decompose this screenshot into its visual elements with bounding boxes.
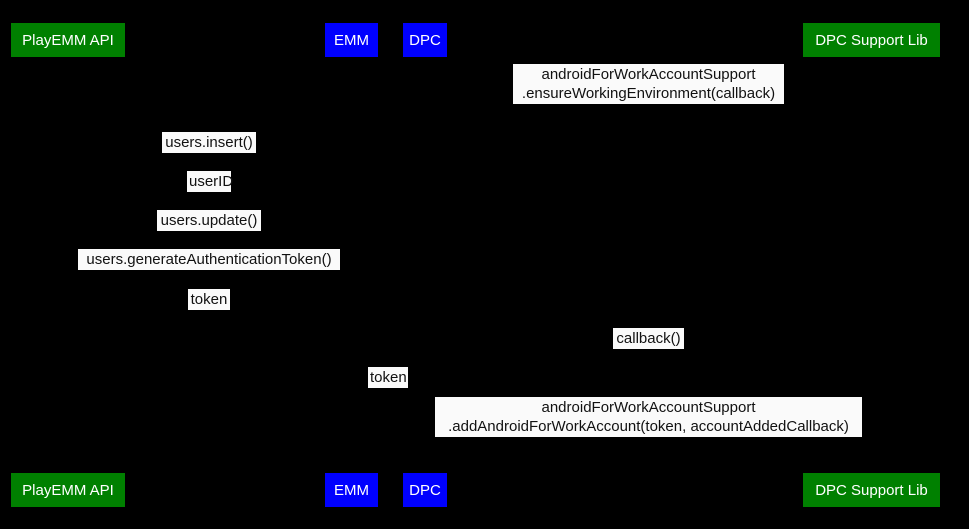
- message-line: users.update(): [160, 212, 258, 229]
- participant-dpc-top[interactable]: DPC: [403, 23, 447, 57]
- lifeline-dpc-support-lib: [871, 57, 872, 473]
- participant-label: DPC: [409, 31, 441, 49]
- message-line: .ensureWorkingEnvironment(callback): [521, 85, 776, 102]
- participant-playemm-api-top[interactable]: PlayEMM API: [11, 23, 125, 57]
- message-label-user-id: userID: [187, 171, 234, 192]
- message-line: token: [370, 369, 407, 386]
- message-line: androidForWorkAccountSupport: [541, 66, 756, 83]
- message-label-add-android-for-work-account: androidForWorkAccountSupport .addAndroidF…: [435, 397, 862, 437]
- message-line: token: [190, 291, 228, 308]
- message-label-token-to-emm: token: [188, 289, 230, 310]
- message-line: androidForWorkAccountSupport: [541, 399, 756, 416]
- lifeline-emm: [351, 57, 352, 473]
- participant-dpc-support-lib-bottom[interactable]: DPC Support Lib: [803, 473, 940, 507]
- message-line: callback(): [616, 330, 681, 347]
- participant-label: DPC Support Lib: [815, 31, 928, 49]
- participant-emm-top[interactable]: EMM: [325, 23, 378, 57]
- message-line: users.generateAuthenticationToken(): [86, 251, 332, 268]
- participant-label: PlayEMM API: [22, 31, 114, 49]
- message-label-users-generate-authentication-token: users.generateAuthenticationToken(): [78, 249, 340, 270]
- message-line: userID: [189, 173, 234, 190]
- lifeline-playemm-api: [67, 57, 69, 473]
- participant-label: DPC Support Lib: [815, 481, 928, 499]
- participant-label: DPC: [409, 481, 441, 499]
- participant-emm-bottom[interactable]: EMM: [325, 473, 378, 507]
- message-label-ensure-working-environment: androidForWorkAccountSupport .ensureWorki…: [513, 64, 784, 104]
- lifeline-dpc: [424, 57, 426, 473]
- participant-label: EMM: [334, 31, 369, 49]
- participant-dpc-support-lib-top[interactable]: DPC Support Lib: [803, 23, 940, 57]
- message-label-users-update: users.update(): [157, 210, 261, 231]
- message-line: .addAndroidForWorkAccount(token, account…: [448, 418, 849, 435]
- participant-dpc-bottom[interactable]: DPC: [403, 473, 447, 507]
- message-label-users-insert: users.insert(): [162, 132, 256, 153]
- participant-label: PlayEMM API: [22, 481, 114, 499]
- participant-playemm-api-bottom[interactable]: PlayEMM API: [11, 473, 125, 507]
- message-line: users.insert(): [165, 134, 253, 151]
- message-label-token-to-dpc: token: [368, 367, 408, 388]
- participant-label: EMM: [334, 481, 369, 499]
- message-label-callback: callback(): [613, 328, 684, 349]
